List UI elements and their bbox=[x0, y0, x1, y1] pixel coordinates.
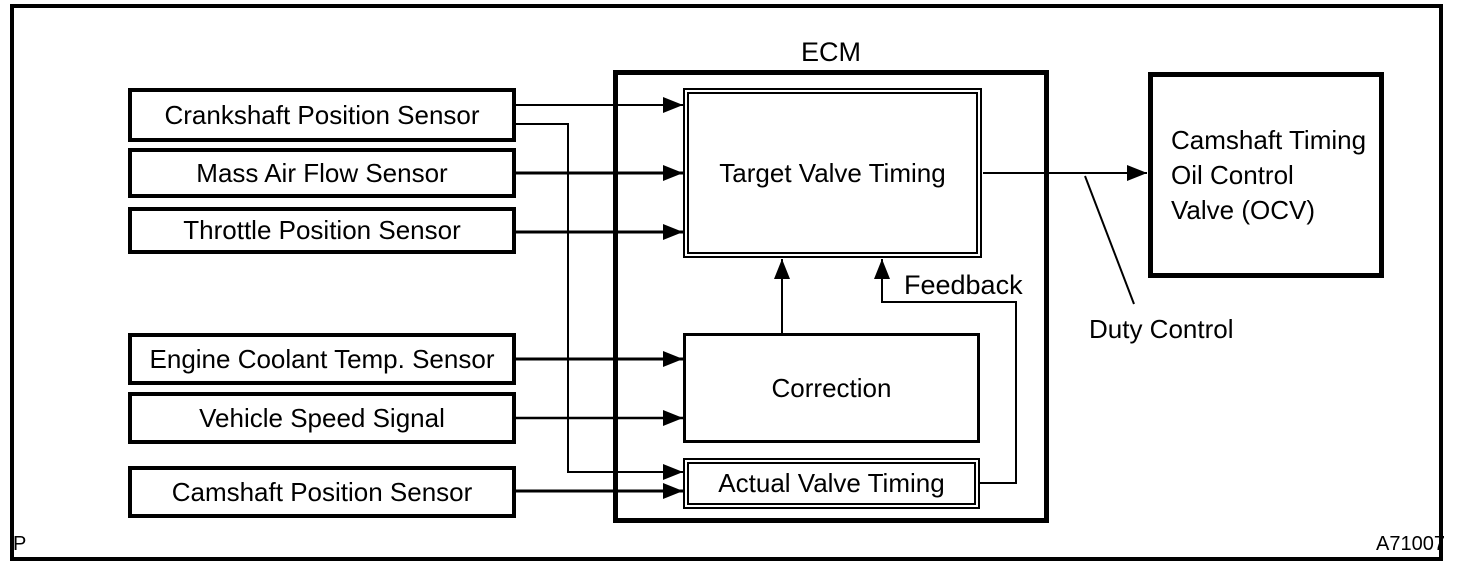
target-valve-timing-label: Target Valve Timing bbox=[719, 157, 946, 188]
page-marker: P bbox=[13, 533, 27, 555]
target-valve-timing-box: Target Valve Timing bbox=[683, 88, 982, 258]
ecm-box bbox=[613, 70, 1049, 523]
sensor-box-crankshaft-position: Crankshaft Position Sensor bbox=[128, 88, 516, 142]
ocv-label-line1: Camshaft Timing bbox=[1171, 124, 1367, 155]
ecm-title-text: ECM bbox=[801, 36, 861, 67]
sensor-box-throttle-position: Throttle Position Sensor bbox=[128, 207, 516, 254]
arrow-crankshaft-to-actual bbox=[516, 123, 683, 480]
actual-valve-timing-inner: Actual Valve Timing bbox=[687, 462, 976, 505]
sensor-box-engine-coolant-temp: Engine Coolant Temp. Sensor bbox=[128, 333, 516, 385]
actual-valve-timing-box: Actual Valve Timing bbox=[683, 458, 980, 509]
sensor-label: Throttle Position Sensor bbox=[183, 215, 461, 245]
sensor-label: Engine Coolant Temp. Sensor bbox=[149, 343, 495, 374]
ocv-label-line3: Valve (OCV) bbox=[1171, 194, 1315, 225]
sensor-box-mass-air-flow: Mass Air Flow Sensor bbox=[128, 148, 516, 198]
correction-label: Correction bbox=[771, 372, 892, 403]
outer-frame bbox=[10, 4, 1443, 561]
sensor-box-vehicle-speed: Vehicle Speed Signal bbox=[128, 392, 516, 444]
ecm-title: ECM bbox=[613, 36, 1049, 68]
correction-box: Correction bbox=[683, 333, 980, 443]
actual-valve-timing-label: Actual Valve Timing bbox=[718, 468, 945, 498]
ocv-box: Camshaft Timing Oil Control Valve (OCV) bbox=[1148, 72, 1384, 278]
duty-control-pointer-line bbox=[1084, 175, 1135, 305]
duty-control-label: Duty Control bbox=[1089, 314, 1234, 344]
feedback-label: Feedback bbox=[904, 270, 1023, 300]
sensor-label: Crankshaft Position Sensor bbox=[164, 99, 480, 130]
ocv-label-line2: Oil Control bbox=[1171, 159, 1294, 190]
arrow-feedback-actual-to-target bbox=[874, 259, 1017, 484]
figure-id: A71007 bbox=[1376, 533, 1445, 555]
sensor-label: Camshaft Position Sensor bbox=[171, 476, 473, 507]
sensor-label: Mass Air Flow Sensor bbox=[196, 157, 448, 188]
sensor-label: Vehicle Speed Signal bbox=[199, 402, 445, 433]
sensor-box-camshaft-position: Camshaft Position Sensor bbox=[128, 466, 516, 518]
target-valve-timing-inner: Target Valve Timing bbox=[687, 92, 978, 254]
